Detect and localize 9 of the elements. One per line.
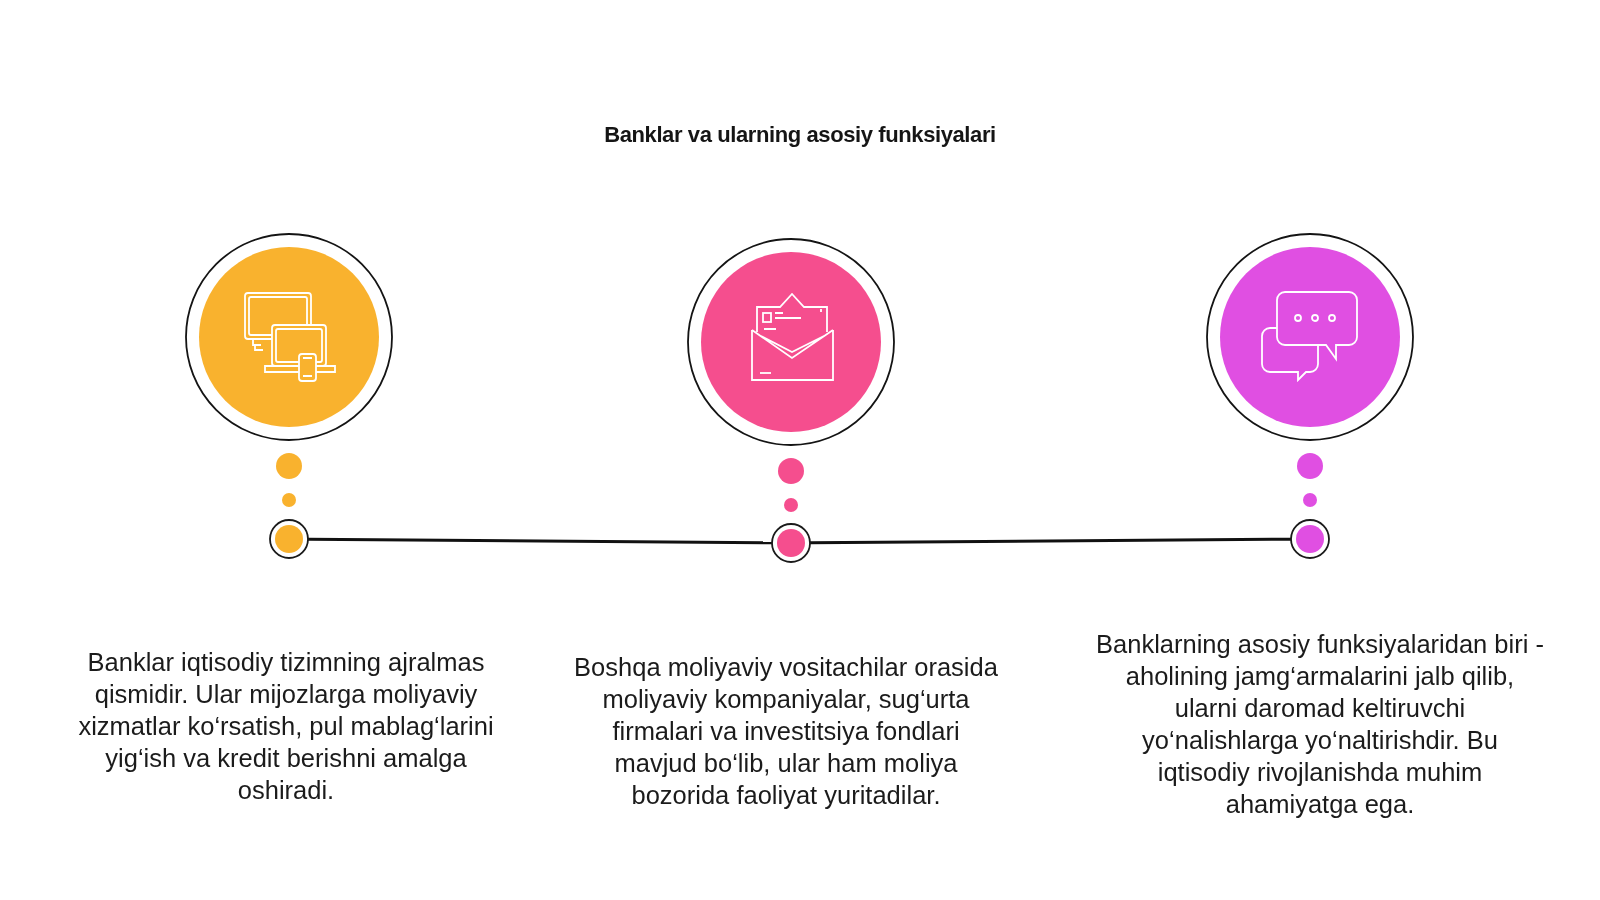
connector-line [810, 537, 1291, 545]
connector-line [308, 537, 772, 545]
title: Banklar va ularning asosiy funksiyalari [604, 122, 996, 148]
timeline-marker [1289, 518, 1331, 560]
timeline-marker [268, 518, 310, 560]
step-description: Banklar iqtisodiy tizimning ajralmas qismidir. Ular mijozlarga moliyaviy xizmatlar ko‘rsatish, pul mablag‘larini yig‘ish va kredit berishni amalga oshiradi. [77, 647, 495, 806]
timeline-marker [770, 522, 812, 564]
step-description: Boshqa moliyaviy vositachilar orasida moliyaviy kompaniyalar, sug‘urta firmalari va investitsiya fondlari mavjud bo‘lib, ular ham moliya bozorida faoliyat yuritadilar. [573, 652, 999, 811]
step-description: Banklarning asosiy funksiyalaridan biri - aholining jamg‘armalarini jalb qilib, ularni daromad keltiruvchi yo‘nalishlarga yo‘naltirishdir. Bu iqtisodiy rivojlanishda muhim ahamiyatga ega. [1095, 629, 1545, 820]
